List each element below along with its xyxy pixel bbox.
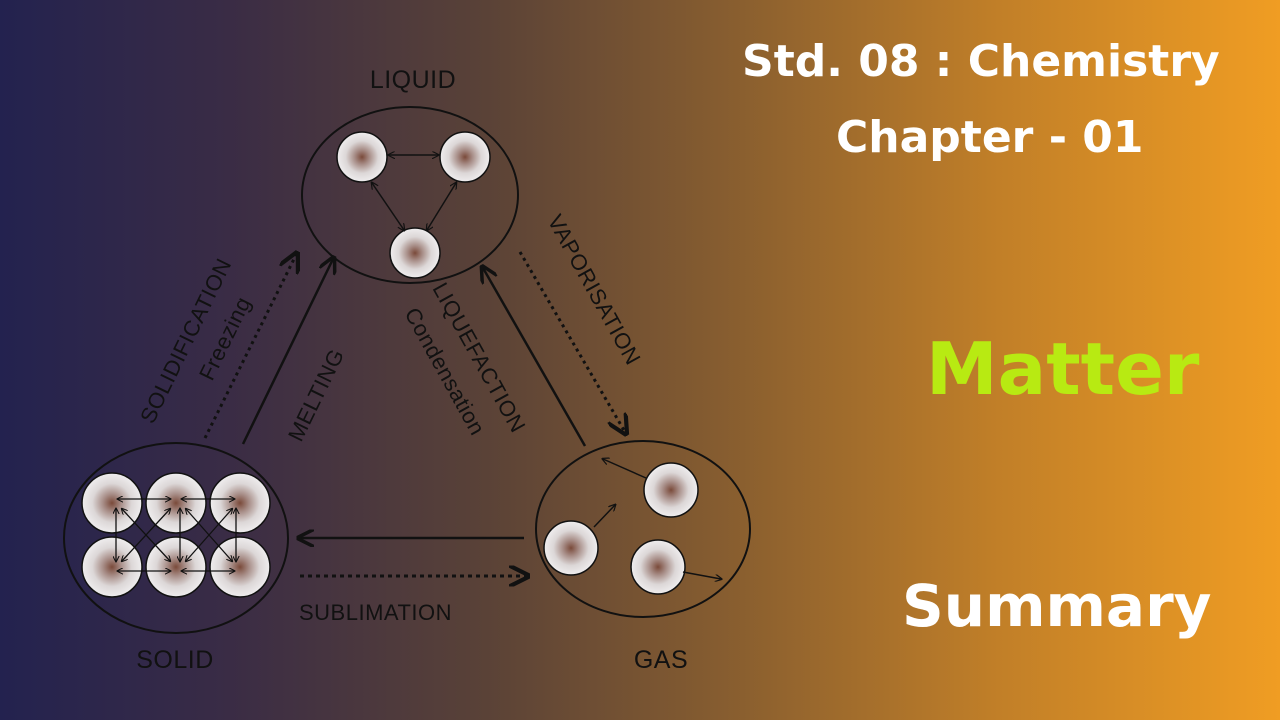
topic-title: Matter	[926, 327, 1200, 411]
gas-container	[535, 440, 751, 618]
gas-state-group: GAS	[535, 440, 751, 674]
solid-particle	[145, 536, 207, 598]
liquid-state-group: LIQUID	[301, 66, 519, 284]
melting-arrow	[241, 259, 333, 445]
gas-particle	[643, 462, 699, 518]
vaporisation-label: VAPORISATION	[543, 210, 646, 369]
liquid-label: LIQUID	[370, 66, 456, 94]
solid-particle	[81, 472, 143, 534]
gas-particle	[543, 520, 599, 576]
melting-label: MELTING	[283, 345, 349, 446]
gas-particle	[630, 539, 686, 595]
liquid-container	[301, 106, 519, 284]
summary-label: Summary	[902, 572, 1212, 640]
chapter-title: Chapter - 01	[836, 112, 1144, 163]
gas-label: GAS	[634, 646, 688, 674]
liquid-particle	[439, 131, 491, 183]
liquid-particle	[389, 227, 441, 279]
solid-label: SOLID	[136, 646, 214, 674]
sublimation-label: SUBLIMATION	[299, 600, 452, 625]
solid-state-group: SOLID	[63, 442, 289, 674]
liquid-particle	[336, 131, 388, 183]
freezing-arrow	[203, 255, 296, 439]
condensation-arrow	[483, 268, 587, 447]
solid-particle	[145, 472, 207, 534]
class-subject-title: Std. 08 : Chemistry	[742, 36, 1220, 87]
solid-container	[63, 442, 289, 634]
solid-particle	[81, 536, 143, 598]
